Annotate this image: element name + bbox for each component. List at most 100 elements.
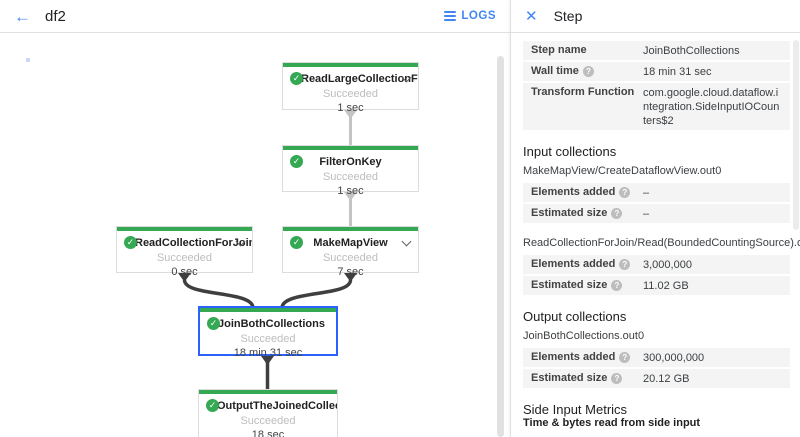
metric-value: 20.12 GB (643, 373, 690, 385)
success-check-icon: ✓ (290, 72, 303, 85)
detail-row-transform-function: Transform Function com.google.cloud.data… (523, 83, 790, 130)
detail-label: Wall time? (531, 65, 643, 77)
metric-label: Elements added? (531, 351, 643, 363)
success-check-icon: ✓ (290, 236, 303, 249)
graph-vertical-scrollbar[interactable] (497, 56, 504, 437)
close-icon[interactable]: ✕ (525, 7, 538, 25)
node-status-bar (283, 63, 418, 67)
detail-label: Step name (531, 44, 587, 56)
help-icon[interactable]: ? (619, 351, 631, 363)
output-collections-heading: Output collections (523, 309, 627, 324)
metric-row: Elements added? 300,000,000 (523, 348, 790, 367)
node-time: 0 sec (171, 266, 198, 278)
step-panel-header: ✕ Step (511, 0, 800, 33)
edge-arrowhead (178, 273, 191, 282)
node-status: Succeeded (322, 252, 379, 264)
help-icon[interactable]: ? (619, 186, 631, 198)
panel-vertical-scrollbar[interactable] (793, 40, 799, 230)
help-icon[interactable]: ? (611, 207, 623, 219)
detail-row-wall-time: Wall time? 18 min 31 sec (523, 62, 790, 81)
metric-value: – (643, 187, 650, 199)
help-icon[interactable]: ? (611, 372, 623, 384)
help-icon[interactable]: ? (611, 279, 623, 291)
node-title: ReadCollectionForJoin (135, 237, 252, 249)
input-collections-heading: Input collections (523, 144, 617, 159)
node-status: Succeeded (322, 171, 379, 183)
node-title: FilterOnKey (319, 156, 382, 168)
job-title: df2 (45, 7, 66, 25)
logs-button-label: LOGS (461, 10, 496, 22)
node-time: 18 sec (251, 429, 285, 437)
graph-node-readcollectionforjoin[interactable]: ✓ ReadCollectionForJoin Succeeded 0 sec (116, 226, 253, 278)
node-status-bar (283, 146, 418, 150)
success-check-icon: ✓ (290, 155, 303, 168)
side-input-metrics-table: Side input collection Time spent reading… (523, 434, 790, 436)
node-time: 1 sec (337, 102, 364, 114)
pipeline-graph-canvas[interactable]: ✓ ReadLargeCollectionFr... Succeeded 1 s… (0, 34, 510, 437)
node-status: Succeeded (240, 333, 296, 345)
node-title: MakeMapView (313, 237, 388, 249)
job-topbar: ← df2 LOGS (0, 0, 510, 33)
detail-value: JoinBothCollections (643, 45, 740, 57)
graph-node-filteronkey[interactable]: ✓ FilterOnKey Succeeded 1 sec (282, 145, 419, 197)
step-panel-body: Step name JoinBothCollections Wall time?… (511, 33, 800, 436)
pipeline-pane: ← df2 LOGS (0, 0, 510, 437)
metric-label: Estimated size? (531, 207, 643, 219)
edge-arrowhead (261, 356, 274, 365)
graph-node-outputthejoined[interactable]: ✓ OutputTheJoinedCollec... Succeeded 18 … (198, 389, 338, 437)
side-input-metrics-subheading: Time & bytes read from side input (523, 417, 701, 429)
node-title: ReadLargeCollectionFr... (301, 73, 418, 85)
metric-row: Estimated size? – (523, 204, 790, 223)
back-arrow-icon[interactable]: ← (14, 6, 31, 26)
node-status: Succeeded (322, 88, 379, 100)
chevron-down-icon[interactable] (237, 238, 244, 245)
metric-row: Estimated size? 11.02 GB (523, 276, 790, 295)
node-time: 7 sec (337, 266, 364, 278)
detail-value: 18 min 31 sec (643, 66, 712, 78)
node-status-bar (117, 227, 252, 231)
metric-label: Elements added? (531, 258, 643, 270)
edge-arrowhead (344, 273, 357, 282)
metric-row: Elements added? – (523, 183, 790, 202)
graph-node-readlargecollection[interactable]: ✓ ReadLargeCollectionFr... Succeeded 1 s… (282, 62, 419, 114)
panel-title: Step (553, 8, 583, 24)
node-time: 18 min 31 sec (233, 347, 303, 359)
node-status-bar (199, 390, 337, 394)
graph-edges (178, 110, 357, 390)
collection-name: ReadCollectionForJoin/Read(BoundedCounti… (523, 237, 800, 249)
canvas-artifact-dot (26, 58, 30, 62)
metric-row: Elements added? 3,000,000 (523, 255, 790, 274)
node-title: JoinBothCollections (218, 318, 325, 330)
metric-value: 3,000,000 (643, 259, 692, 271)
table-header-row: Side input collection Time spent reading… (523, 434, 790, 436)
chevron-down-icon[interactable] (403, 74, 410, 81)
detail-label: Transform Function (531, 86, 635, 98)
graph-node-makemapview[interactable]: ✓ MakeMapView Succeeded 7 sec (282, 226, 419, 278)
step-details-panel: ✕ Step Step name JoinBothCollections Wal… (510, 0, 800, 437)
help-icon[interactable]: ? (582, 65, 594, 77)
node-status-bar (200, 308, 336, 312)
graph-node-joinbothcollections[interactable]: ✓ JoinBothCollections Succeeded 18 min 3… (198, 306, 338, 359)
metric-label: Estimated size? (531, 279, 643, 291)
collection-name: MakeMapView/CreateDataflowView.out0 (523, 165, 722, 177)
node-status-bar (283, 227, 418, 231)
metric-row: Estimated size? 20.12 GB (523, 369, 790, 388)
list-icon (444, 9, 457, 23)
logs-button[interactable]: LOGS (444, 9, 496, 23)
success-check-icon: ✓ (124, 236, 137, 249)
detail-row-step-name: Step name JoinBothCollections (523, 41, 790, 60)
collection-name: JoinBothCollections.out0 (523, 330, 645, 342)
metric-label: Elements added? (531, 186, 643, 198)
help-icon[interactable]: ? (619, 258, 631, 270)
node-title: OutputTheJoinedCollec... (217, 400, 337, 412)
side-input-metrics-heading: Side Input Metrics (523, 402, 628, 417)
edge-arrowhead (344, 110, 357, 119)
detail-value: com.google.cloud.dataflow.integration.Si… (643, 87, 780, 127)
metric-value: 11.02 GB (643, 280, 689, 292)
node-status: Succeeded (156, 252, 213, 264)
chevron-down-icon[interactable] (403, 238, 410, 245)
success-check-icon: ✓ (207, 317, 220, 330)
metric-value: – (643, 208, 650, 220)
node-status: Succeeded (240, 415, 296, 427)
